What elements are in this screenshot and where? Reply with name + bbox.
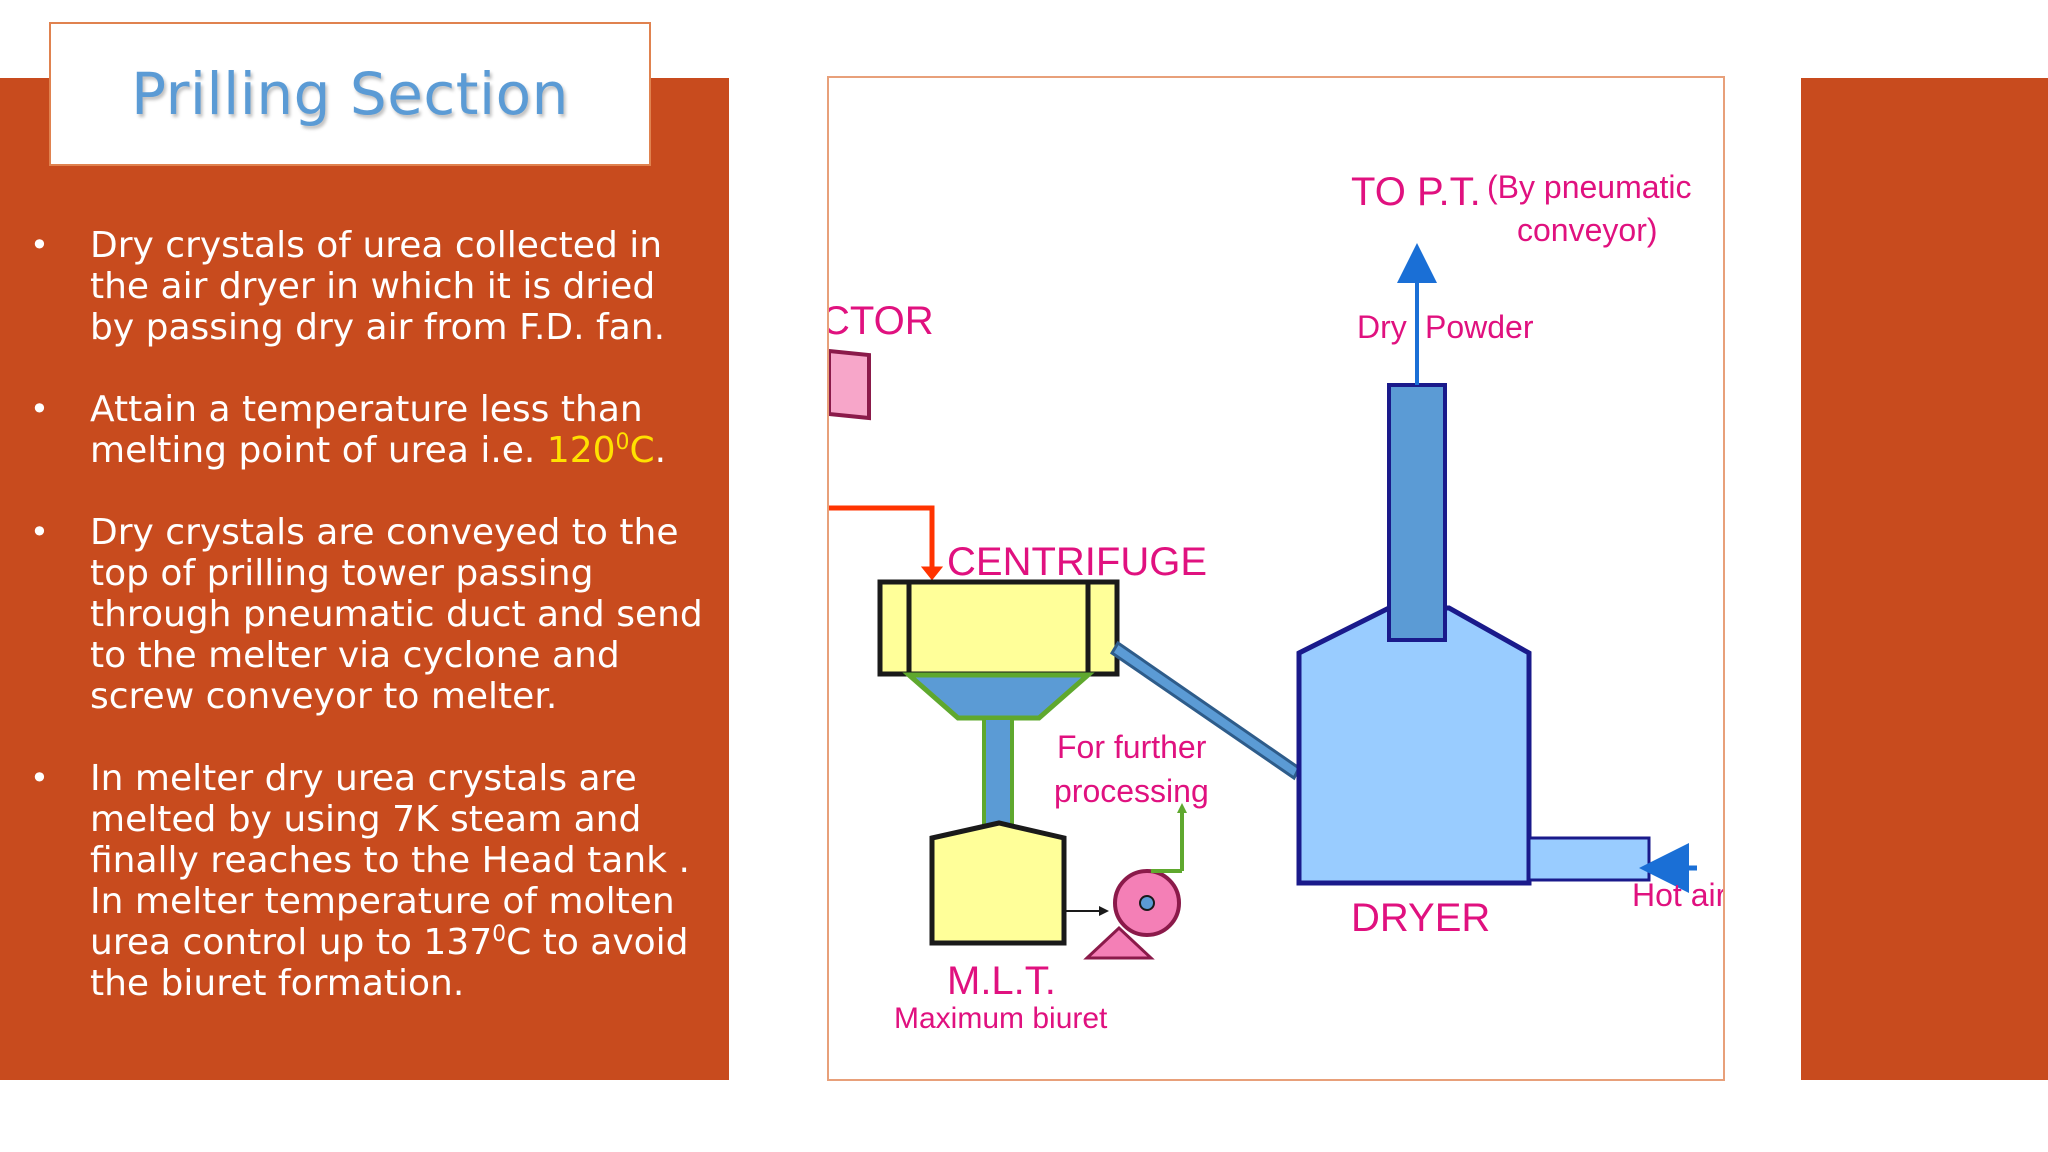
bullet-item-2: • Attain a temperature less than melting… [30, 389, 710, 471]
bullet-marker: • [30, 759, 49, 797]
hot-air-duct [1527, 836, 1651, 882]
right-accent-strip [1801, 78, 2048, 1080]
pneumatic-duct [1109, 640, 1301, 781]
process-diagram-frame: CTOR CENTRIFUGE M.L.T. Maximum biuret [827, 76, 1725, 1081]
hopper-drop-pipe [982, 716, 1014, 828]
degree-superscript: 0 [492, 922, 507, 947]
centrifuge-body [877, 579, 1120, 677]
temperature-unit: C [629, 430, 655, 471]
mlt-tank [929, 820, 1067, 946]
bullet-text: In melter dry urea crystals are melted b… [90, 758, 690, 963]
process-diagram: CTOR CENTRIFUGE M.L.T. Maximum biuret [829, 169, 1725, 1035]
dryer-stack [1387, 383, 1447, 642]
conveyor-label: conveyor) [1517, 212, 1658, 248]
mlt-to-pump-arrow [1099, 906, 1109, 916]
centrifuge-label: CENTRIFUGE [947, 540, 1207, 584]
dry-label: Dry [1357, 309, 1407, 345]
feed-arrow [920, 566, 944, 581]
bullet-marker: • [30, 226, 49, 264]
degree-superscript: 0 [615, 430, 630, 455]
hot-air-label: Hot air [1632, 877, 1725, 913]
bullet-text-end: . [654, 430, 667, 471]
dryer-vessel [1296, 605, 1532, 886]
processing-label: processing [1054, 773, 1209, 809]
reactor-label: CTOR [829, 299, 934, 343]
slide-title: Prilling Section [131, 60, 569, 128]
dryer-label: DRYER [1351, 896, 1490, 940]
maximum-biuret-label: Maximum biuret [894, 1002, 1108, 1035]
bullet-item-1: • Dry crystals of urea collected in the … [30, 225, 710, 348]
bullet-item-3: • Dry crystals are conveyed to the top o… [30, 512, 710, 717]
temperature-value: 120 [546, 430, 616, 471]
pump-impeller [1139, 895, 1155, 911]
mlt-label: M.L.T. [947, 959, 1056, 1003]
centrifuge-hopper [902, 672, 1095, 721]
title-box: Prilling Section [49, 22, 651, 166]
pump-base [1083, 925, 1155, 960]
feed-line [829, 505, 935, 571]
powder-label: Powder [1425, 309, 1534, 345]
bullet-list: • Dry crystals of urea collected in the … [30, 225, 710, 1045]
to-pt-label: TO P.T. [1351, 170, 1481, 214]
bullet-text: Dry crystals of urea collected in the ai… [90, 225, 666, 348]
bullet-text-end: C to avoid the biuret formation. [90, 922, 689, 1004]
bullet-marker: • [30, 390, 49, 428]
bullet-text: Dry crystals are conveyed to the top of … [90, 512, 703, 717]
further-processing-arrow [1177, 803, 1187, 813]
bullet-text: Attain a temperature less than melting p… [90, 389, 643, 471]
by-pneumatic-label: (By pneumatic [1487, 169, 1692, 205]
temperature-highlight: 1200C [547, 430, 655, 471]
for-further-label: For further [1057, 729, 1207, 765]
bullet-item-4: • In melter dry urea crystals are melted… [30, 758, 710, 1004]
bullet-marker: • [30, 513, 49, 551]
left-panel-background [0, 78, 729, 1080]
reactor-vessel [829, 348, 871, 421]
